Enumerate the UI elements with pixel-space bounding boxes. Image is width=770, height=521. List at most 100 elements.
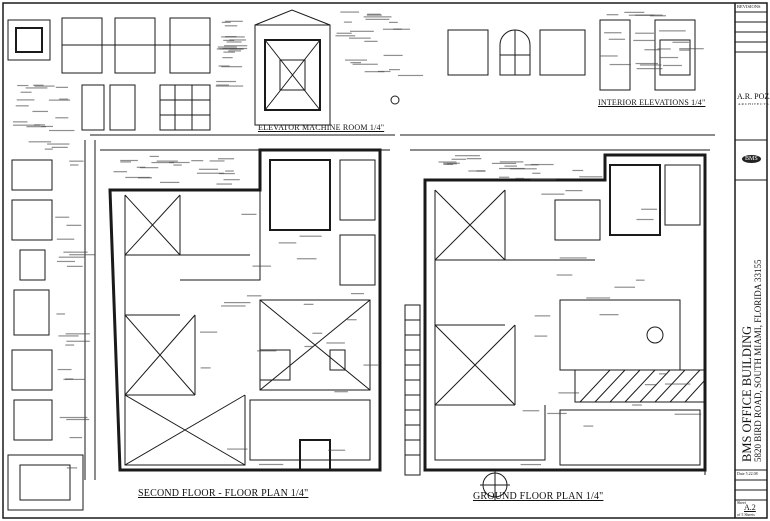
annotation-note-mark bbox=[200, 367, 211, 369]
annotation-note-mark bbox=[296, 258, 317, 260]
annotation-note-mark bbox=[340, 11, 360, 13]
annotation-note-mark bbox=[559, 257, 587, 259]
annotation-note-mark bbox=[348, 37, 371, 39]
annotation-note-mark bbox=[608, 38, 626, 40]
annotation-note-mark bbox=[624, 11, 645, 13]
annotation-note-mark bbox=[56, 260, 76, 263]
annotation-note-mark bbox=[47, 143, 70, 145]
annotation-note-mark bbox=[225, 36, 237, 38]
annotation-note-mark bbox=[140, 167, 159, 169]
annotation-note-mark bbox=[56, 313, 65, 315]
annotation-note-mark bbox=[365, 18, 390, 20]
annotation-note-mark bbox=[56, 238, 75, 240]
annotation-note-mark bbox=[635, 14, 663, 16]
annotation-note-mark bbox=[196, 172, 225, 174]
annotation-note-mark bbox=[343, 21, 352, 23]
annotation-note-mark bbox=[388, 21, 398, 24]
annotation-note-mark bbox=[15, 105, 29, 107]
annotation-note-mark bbox=[55, 216, 70, 218]
annotation-note-mark bbox=[44, 148, 53, 150]
annotation-note-mark bbox=[65, 344, 75, 346]
annotation-note-mark bbox=[34, 85, 55, 87]
annotation-note-mark bbox=[120, 159, 138, 162]
annotation-note-mark bbox=[541, 193, 565, 195]
bms-logo: BMS bbox=[742, 155, 761, 163]
annotation-note-mark bbox=[644, 49, 661, 51]
annotation-note-mark bbox=[57, 368, 72, 371]
annotation-note-mark bbox=[364, 40, 378, 42]
annotation-note-mark bbox=[515, 177, 524, 180]
annotation-note-mark bbox=[672, 41, 689, 43]
annotation-note-mark bbox=[65, 333, 90, 335]
annotation-note-mark bbox=[393, 28, 402, 30]
annotation-note-mark bbox=[336, 32, 352, 34]
annotation-note-mark bbox=[223, 39, 235, 41]
annotation-note-mark bbox=[326, 342, 345, 344]
elevator-machine-room-title: ELEVATOR MACHINE ROOM 1/4" bbox=[258, 123, 385, 132]
annotation-note-mark bbox=[218, 158, 235, 160]
annotation-note-mark bbox=[351, 293, 364, 295]
annotation-note-mark bbox=[257, 350, 277, 352]
annotation-note-mark bbox=[198, 168, 219, 170]
annotation-note-mark bbox=[224, 45, 248, 47]
annotation-note-mark bbox=[520, 463, 542, 466]
annotation-note-mark bbox=[530, 179, 557, 181]
annotation-note-mark bbox=[633, 39, 656, 42]
annotation-note-mark bbox=[209, 160, 225, 162]
annotation-note-mark bbox=[657, 48, 671, 50]
annotation-note-mark bbox=[25, 87, 48, 89]
annotation-note-mark bbox=[366, 14, 382, 16]
date-value: 5.22.08 bbox=[745, 471, 758, 476]
annotation-note-mark bbox=[33, 84, 44, 86]
annotation-note-mark bbox=[466, 158, 482, 160]
annotation-note-mark bbox=[217, 46, 237, 48]
annotation-note-mark bbox=[218, 172, 235, 175]
architect-subtitle: ARCHITECTS bbox=[738, 102, 770, 106]
annotation-note-mark bbox=[28, 141, 52, 143]
interior-elevations-title: INTERIOR ELEVATIONS 1/4" bbox=[598, 98, 706, 107]
annotation-note-mark bbox=[136, 166, 146, 168]
annotation-note-mark bbox=[530, 163, 554, 166]
annotation-note-mark bbox=[55, 117, 69, 119]
annotation-note-mark bbox=[223, 179, 240, 181]
annotation-note-mark bbox=[169, 161, 190, 164]
annotation-note-mark bbox=[224, 20, 243, 22]
annotation-note-mark bbox=[662, 64, 682, 67]
annotation-note-mark bbox=[614, 286, 636, 288]
annotation-note-mark bbox=[63, 378, 86, 381]
stairs bbox=[404, 304, 421, 476]
annotation-note-mark bbox=[215, 85, 244, 87]
elevator-machine-room-detail bbox=[254, 9, 331, 126]
annotation-note-mark bbox=[649, 15, 666, 17]
annotation-note-mark bbox=[12, 124, 41, 126]
annotation-note-mark bbox=[225, 170, 234, 172]
annotation-note-mark bbox=[200, 331, 218, 333]
annotation-note-mark bbox=[278, 242, 297, 244]
annotation-note-mark bbox=[679, 49, 691, 51]
annotation-note-mark bbox=[218, 65, 230, 67]
annotation-note-mark bbox=[241, 213, 257, 215]
date-label: Date bbox=[737, 471, 745, 476]
annotation-note-mark bbox=[558, 392, 580, 394]
annotation-note-mark bbox=[173, 164, 182, 166]
annotation-note-mark bbox=[383, 54, 403, 57]
annotation-note-mark bbox=[216, 84, 229, 86]
annotation-note-mark bbox=[363, 16, 392, 18]
annotation-note-mark bbox=[26, 126, 46, 128]
interior-elevations-detail bbox=[447, 19, 696, 91]
annotation-note-mark bbox=[397, 74, 424, 77]
small-details bbox=[259, 349, 510, 500]
annotation-note-mark bbox=[609, 63, 631, 66]
annotation-note-mark bbox=[635, 32, 654, 34]
annotation-note-mark bbox=[363, 364, 379, 366]
annotation-note-mark bbox=[632, 404, 642, 406]
annotation-note-mark bbox=[16, 99, 35, 101]
annotation-note-mark bbox=[604, 32, 622, 34]
annotation-note-mark bbox=[221, 21, 231, 23]
annotation-note-mark bbox=[367, 13, 381, 15]
annotation-note-mark bbox=[228, 50, 241, 52]
annotation-note-mark bbox=[66, 418, 90, 421]
annotation-note-mark bbox=[216, 183, 233, 185]
